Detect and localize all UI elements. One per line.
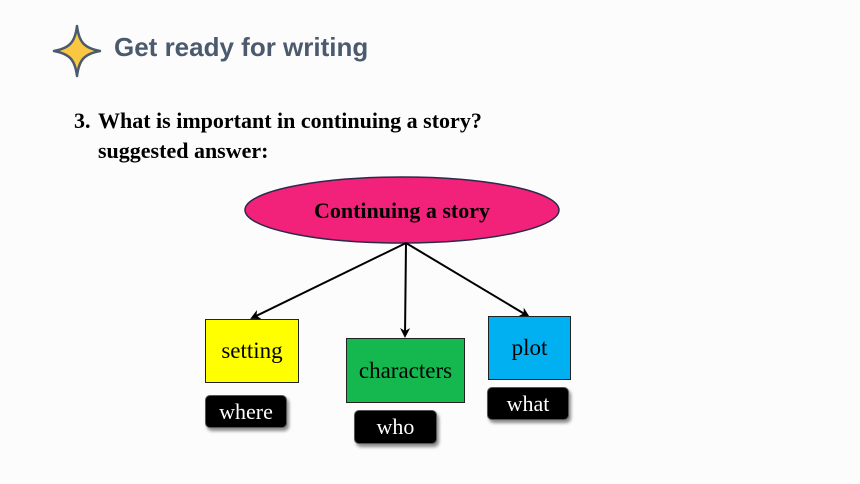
arrow-to-setting [250,242,407,319]
arrow-to-plot [405,242,530,318]
question-text: What is important in continuing a story? [98,108,482,133]
question-block: 3. What is important in continuing a stor… [74,106,482,166]
tag-where: where [205,395,287,428]
node-plot: plot [488,316,571,380]
tag-who: who [354,410,437,444]
center-node-label: Continuing a story [314,198,490,223]
page-title: Get ready for writing [114,32,369,62]
suggested-answer-label: suggested answer: [98,138,269,163]
question-number: 3. [74,108,91,133]
center-node [244,176,560,244]
arrow-to-characters [400,242,411,338]
four-point-star-icon [52,24,102,78]
tag-what: what [487,387,569,420]
question-line: 3. What is important in continuing a stor… [74,106,482,136]
node-setting: setting [205,319,299,383]
node-characters: characters [346,338,465,403]
